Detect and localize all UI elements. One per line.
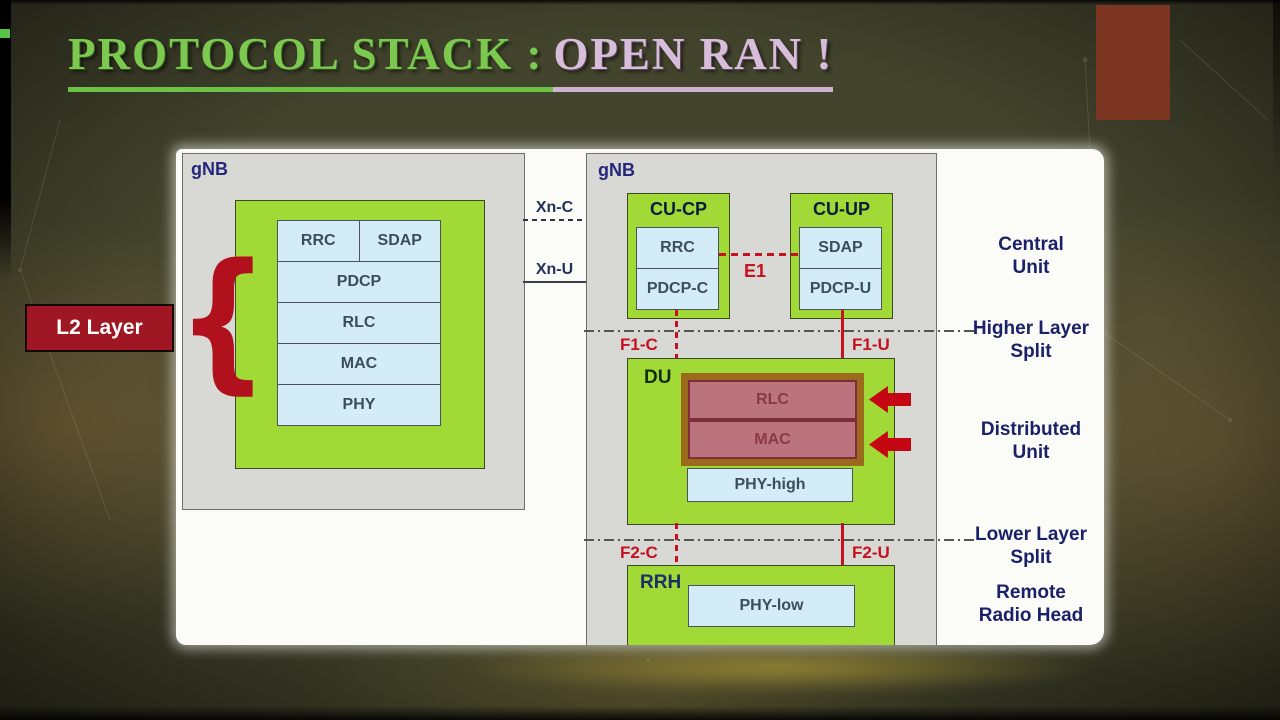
cu-cp-row-rrc: RRC xyxy=(636,227,719,269)
f1-u-connector xyxy=(841,310,844,358)
label-line: Unit xyxy=(1012,442,1050,463)
layer-sdap: SDAP xyxy=(799,227,882,269)
cu-up-row-sdap: SDAP xyxy=(799,227,882,269)
xn-u-line xyxy=(523,281,586,283)
stack-row-pdcp: PDCP xyxy=(277,261,441,303)
layer-rrc: RRC xyxy=(277,220,360,262)
layer-phy: PHY xyxy=(277,384,441,426)
lower-layer-split-label: Lower Layer Split xyxy=(945,523,1104,569)
left-gnb-label: gNB xyxy=(191,159,228,179)
left-protocol-stack: RRC SDAP PDCP RLC MAC PHY xyxy=(277,220,441,426)
cu-cp-stack: RRC PDCP-C xyxy=(636,227,719,310)
label-line: Split xyxy=(1010,547,1052,568)
decor-left-black-bar xyxy=(0,0,11,280)
layer-pdcp-c: PDCP-C xyxy=(636,268,719,310)
xn-u-label: Xn-U xyxy=(535,261,574,278)
stack-row-rrc-sdap: RRC SDAP xyxy=(277,220,441,262)
du-title: DU xyxy=(644,367,672,388)
f1-split-line xyxy=(584,330,976,332)
label-line: Distributed xyxy=(980,419,1082,440)
layer-rlc-highlighted: RLC xyxy=(688,380,857,420)
f1-c-label: F1-C xyxy=(620,335,658,354)
label-line: Radio Head xyxy=(978,605,1084,626)
layer-mac: MAC xyxy=(277,343,441,385)
decor-brown-rectangle xyxy=(1096,5,1170,120)
label-line: Remote xyxy=(996,582,1066,603)
f1-c-connector xyxy=(675,310,678,358)
l2-brace: { xyxy=(176,231,269,408)
decor-blurred-watermark xyxy=(465,646,1095,694)
du-highlight-box: RLC MAC xyxy=(681,373,864,466)
cu-up-title: CU-UP xyxy=(813,199,870,219)
layer-phy-high: PHY-high xyxy=(687,468,853,502)
layer-phy-low: PHY-low xyxy=(688,585,855,627)
f2-u-label: F2-U xyxy=(852,543,890,562)
decor-green-chip xyxy=(0,29,10,38)
label-line: Lower Layer xyxy=(975,524,1087,545)
xn-c-label: Xn-C xyxy=(535,199,574,216)
cu-up-stack: SDAP PDCP-U xyxy=(799,227,882,310)
title-green-part: PROTOCOL STACK : xyxy=(68,28,554,92)
diagram-image: gNB RRC SDAP PDCP RLC MAC PHY { Xn-C Xn-… xyxy=(176,149,1104,645)
f2-split-line xyxy=(584,539,976,541)
layer-pdcp-u: PDCP-U xyxy=(799,268,882,310)
layer-mac-highlighted: MAC xyxy=(688,420,857,459)
central-unit-label: Central Unit xyxy=(945,233,1104,279)
e1-label: E1 xyxy=(744,261,767,281)
label-line: Central xyxy=(998,234,1064,255)
remote-radio-head-label: Remote Radio Head xyxy=(945,581,1104,627)
layer-rrc: RRC xyxy=(636,227,719,269)
distributed-unit-label: Distributed Unit xyxy=(945,418,1104,464)
decor-bottom-black-edge xyxy=(0,706,1280,720)
label-line: Split xyxy=(1010,341,1052,362)
page-title: PROTOCOL STACK :OPEN RAN ! xyxy=(68,28,834,92)
xn-c-line xyxy=(523,219,586,221)
f2-u-connector xyxy=(841,523,844,565)
decor-right-black-edge xyxy=(1273,0,1280,180)
f1-u-label: F1-U xyxy=(852,335,890,354)
label-line: Unit xyxy=(1012,257,1050,278)
right-gnb-label: gNB xyxy=(598,160,635,180)
rrh-title: RRH xyxy=(640,572,682,593)
f2-c-connector xyxy=(675,523,678,565)
higher-layer-split-label: Higher Layer Split xyxy=(945,317,1104,363)
decor-top-black-edge xyxy=(0,0,1280,5)
title-pink-part: OPEN RAN ! xyxy=(553,28,834,92)
layer-sdap: SDAP xyxy=(358,220,441,262)
layer-pdcp: PDCP xyxy=(277,261,441,303)
layer-rlc: RLC xyxy=(277,302,441,344)
stack-row-phy: PHY xyxy=(277,384,441,426)
l2-layer-badge: L2 Layer xyxy=(25,304,174,352)
stack-row-mac: MAC xyxy=(277,343,441,385)
e1-line xyxy=(719,253,798,256)
f2-c-label: F2-C xyxy=(620,543,658,562)
stack-row-rlc: RLC xyxy=(277,302,441,344)
label-line: Higher Layer xyxy=(972,318,1090,339)
cu-cp-row-pdcp-c: PDCP-C xyxy=(636,268,719,310)
cu-up-row-pdcp-u: PDCP-U xyxy=(799,268,882,310)
cu-cp-title: CU-CP xyxy=(650,199,707,219)
